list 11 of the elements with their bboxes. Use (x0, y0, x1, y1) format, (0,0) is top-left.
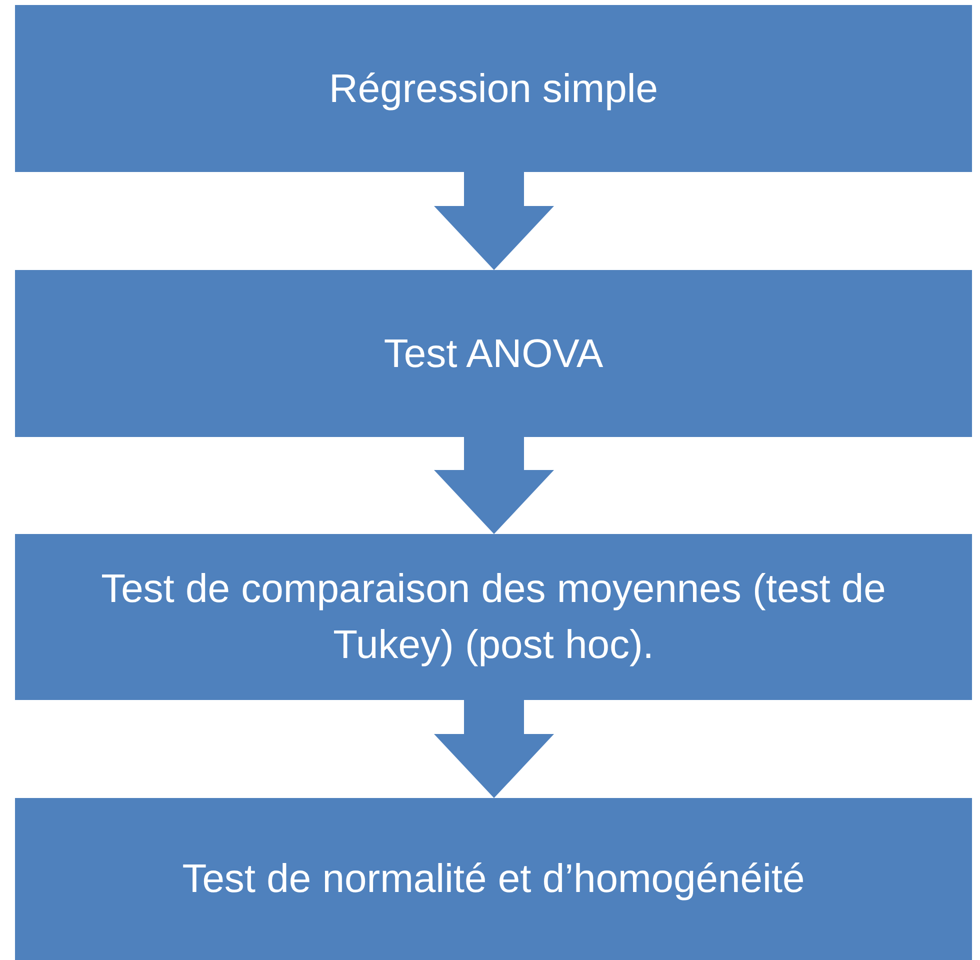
box-label: Test de comparaison des moyennes (test de Tukey) (post hoc). (100, 566, 887, 669)
process-box (15, 534, 972, 700)
process-box (15, 798, 972, 960)
process-box (15, 270, 972, 437)
block-arrow (434, 172, 554, 270)
box-label: Test ANOVA (384, 330, 604, 378)
block-arrow (434, 437, 554, 534)
box-label: Régression simple (328, 66, 658, 112)
box-label: Test de normalité et d’homogénéité (182, 856, 805, 903)
process-box (15, 5, 972, 172)
block-arrow (434, 700, 554, 798)
